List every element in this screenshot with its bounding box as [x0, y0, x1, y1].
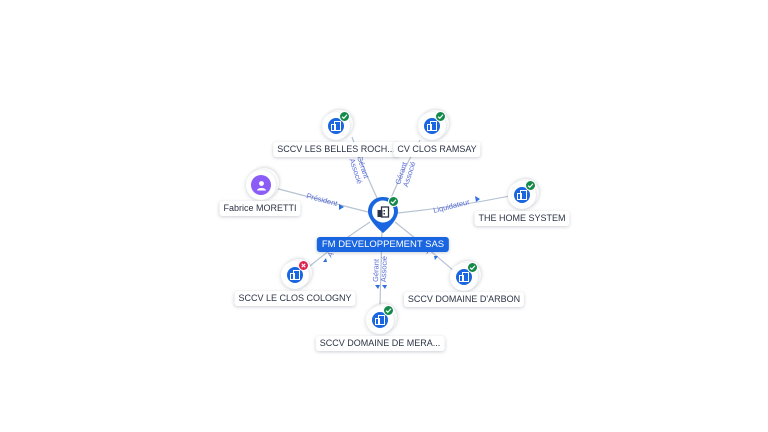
node-icon-wrap	[287, 267, 303, 283]
building-icon	[290, 270, 300, 280]
building-icon	[459, 272, 469, 282]
node-icon-wrap	[514, 187, 530, 203]
edge-label-line: Gérant	[371, 258, 381, 282]
status-active-badge	[525, 180, 536, 191]
status-closed-badge	[298, 260, 309, 271]
node-icon-wrap	[424, 118, 440, 134]
status-active-badge	[467, 262, 478, 273]
edge-label-line: Associé	[379, 256, 389, 283]
check-icon	[385, 308, 392, 314]
node-label-the-home-system[interactable]: THE HOME SYSTEM	[474, 211, 570, 226]
check-icon	[390, 199, 397, 205]
node-icon-wrap	[328, 118, 344, 134]
node-label-fabrice-moretti[interactable]: Fabrice MORETTI	[219, 201, 301, 216]
edge-arrows	[323, 196, 480, 289]
node-icon-wrap	[456, 269, 472, 285]
status-active-badge	[383, 305, 394, 316]
edge-the-home-system	[397, 195, 511, 214]
building-icon	[427, 121, 437, 131]
arrow-the-home-system	[475, 196, 480, 202]
edge-label-les-belles-roch: GérantAssocié	[347, 155, 371, 185]
center-node-label[interactable]: FM DEVELOPPEMENT SAS	[316, 237, 450, 252]
close-icon	[301, 263, 306, 268]
edge-fabrice-moretti	[274, 187, 369, 213]
edge-label-fabrice-moretti: Président	[305, 191, 339, 208]
edge-domaine-de-mera	[379, 227, 383, 307]
node-icon-wrap	[372, 312, 388, 328]
building-icon	[517, 190, 527, 200]
status-active-badge	[435, 111, 446, 122]
edge-label-the-home-system: Liquidateur	[432, 197, 471, 215]
edge-label-clos-ramsay: GérantAssocié	[393, 158, 417, 188]
status-active-badge	[388, 196, 399, 207]
arrow-fabrice-moretti	[339, 204, 344, 210]
check-icon	[341, 114, 348, 120]
arrow-domaine-de-mera-1	[375, 285, 380, 289]
building-icon	[377, 206, 390, 218]
node-label-domaine-d-arbon[interactable]: SCCV DOMAINE D'ARBON	[403, 292, 525, 307]
check-icon	[469, 265, 476, 271]
arrow-domaine-d-arbon	[434, 256, 438, 260]
person-icon	[256, 180, 266, 190]
building-icon	[331, 121, 341, 131]
edge-label-le-clos-cologny: A	[325, 250, 335, 259]
check-icon	[527, 183, 534, 189]
check-icon	[437, 114, 444, 120]
arrow-le-clos-cologny	[323, 258, 327, 262]
node-label-les-belles-roch[interactable]: SCCV LES BELLES ROCH...	[273, 142, 399, 157]
edge-label-domaine-de-mera: GérantAssocié	[371, 256, 389, 283]
node-label-domaine-de-mera[interactable]: SCCV DOMAINE DE MERA...	[315, 336, 445, 351]
node-label-le-clos-cologny[interactable]: SCCV LE CLOS COLOGNY	[234, 291, 356, 306]
arrow-domaine-de-mera-2	[382, 285, 387, 289]
node-icon-wrap	[251, 175, 271, 195]
status-active-badge	[339, 111, 350, 122]
building-icon	[375, 315, 385, 325]
node-label-clos-ramsay[interactable]: CV CLOS RAMSAY	[393, 142, 481, 157]
